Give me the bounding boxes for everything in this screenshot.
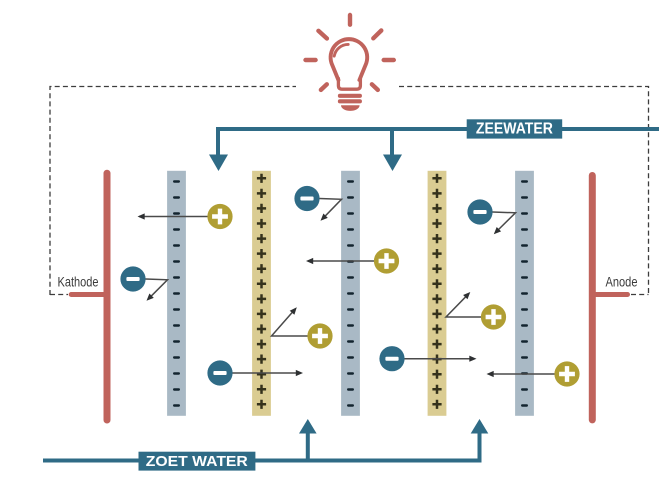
svg-text:ZOET WATER: ZOET WATER <box>146 453 248 470</box>
svg-text:ZEEWATER: ZEEWATER <box>476 121 553 138</box>
svg-text:Anode: Anode <box>606 274 638 289</box>
svg-text:Kathode: Kathode <box>58 274 99 289</box>
